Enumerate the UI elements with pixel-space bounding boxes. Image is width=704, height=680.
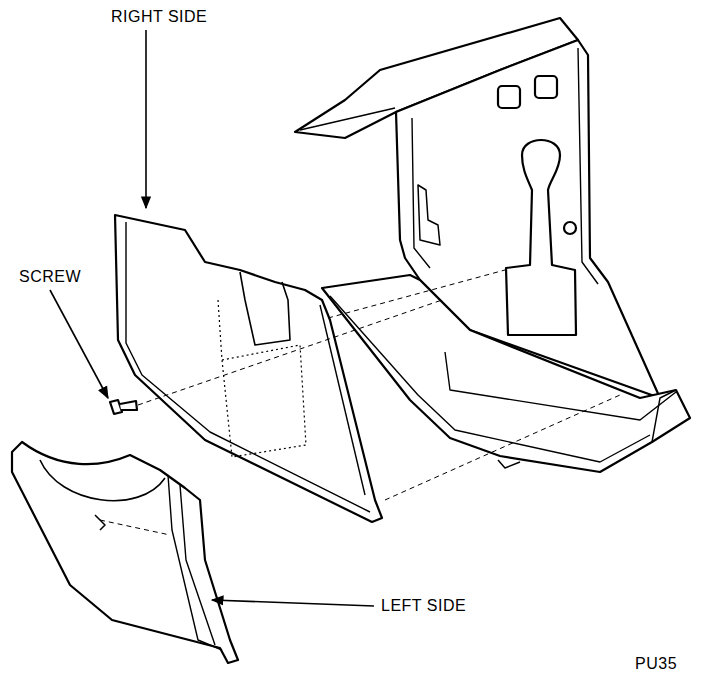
sill <box>322 275 690 472</box>
alignment-line <box>100 520 170 535</box>
alignment-line <box>328 270 505 318</box>
panel-opening <box>535 76 557 98</box>
leader-arrow <box>212 600 374 606</box>
part-name: RIGHT SIDE <box>110 8 208 26</box>
left-side-panel <box>12 442 238 663</box>
panel-flange <box>126 222 370 512</box>
clip <box>498 460 520 468</box>
panel-flange <box>320 305 365 495</box>
sill-edge <box>652 390 676 442</box>
flange-edge <box>300 108 395 130</box>
panel-flange <box>168 475 222 650</box>
panel-edge <box>412 118 430 268</box>
alignment-line <box>385 395 620 500</box>
panel-recess <box>506 140 576 335</box>
part-name: SCREW <box>18 268 82 286</box>
alignment-line <box>138 300 442 405</box>
figure-code: PU35 <box>634 655 678 673</box>
part-name: LEFT SIDE <box>380 597 467 615</box>
sill-edge <box>330 296 650 462</box>
steering-cutout <box>40 460 165 501</box>
panel-opening <box>498 86 520 108</box>
panel-edge <box>578 48 598 284</box>
panel-notch <box>240 272 290 345</box>
panel-recess <box>222 345 306 457</box>
leader-arrow <box>145 30 147 208</box>
body-panels <box>12 18 690 663</box>
panel-hole <box>564 222 576 234</box>
tab <box>95 515 105 530</box>
sill-edge <box>445 352 676 420</box>
screw-head <box>110 400 122 414</box>
screw-shank <box>120 401 137 410</box>
panel-recess <box>218 300 222 360</box>
leader-arrow <box>50 290 108 398</box>
bracket <box>418 185 440 245</box>
alignment-lines <box>100 270 620 535</box>
leader-lines <box>50 30 374 606</box>
panel-flange <box>180 485 215 645</box>
